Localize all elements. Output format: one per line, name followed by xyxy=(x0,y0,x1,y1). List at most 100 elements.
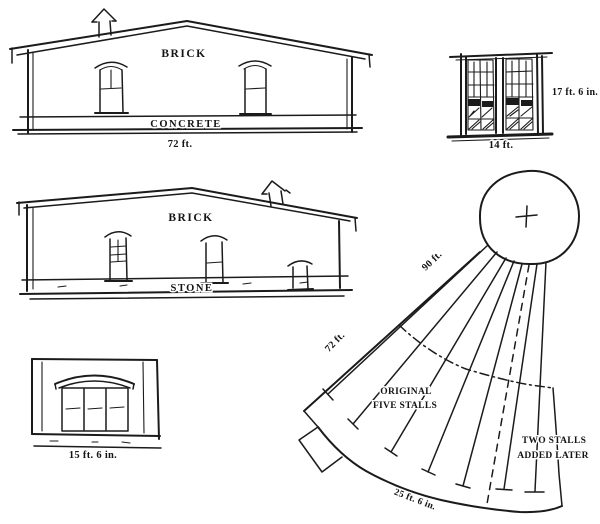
sill-top xyxy=(31,433,161,437)
outer-rear-wall-arc xyxy=(317,426,563,514)
right-leaf-bottom-hatch xyxy=(505,117,534,130)
track-2 xyxy=(347,251,498,430)
added-stalls-label-line1: TWO STALLS xyxy=(522,436,586,446)
track-3 xyxy=(384,257,507,457)
window-1-arch xyxy=(99,65,123,71)
window-1-hood xyxy=(94,61,128,69)
door-opening-width-dimension: 15 ft. 6 in. xyxy=(69,450,117,461)
track-1 xyxy=(322,244,489,401)
left-end-wall xyxy=(303,251,481,412)
turntable-center-cross xyxy=(515,205,538,228)
window-1-jambs xyxy=(99,69,124,113)
window-2 xyxy=(200,235,229,284)
roof-vent xyxy=(261,180,291,207)
roundhouse-plan: 90 ft. 72 ft. ORIGINAL FIVE STALLS TWO S… xyxy=(298,169,590,514)
right-fascia xyxy=(354,217,357,232)
right-leaf-dark-panel-2 xyxy=(521,100,533,106)
left-leaf-glass-glints xyxy=(468,107,493,118)
frame-right xyxy=(156,359,160,440)
right-leaf-glass-glints xyxy=(506,106,533,117)
door-sill-lower xyxy=(451,137,550,142)
lintel-arc-inner xyxy=(58,380,131,389)
window-3-jambs xyxy=(292,265,309,290)
right-fascia xyxy=(368,53,371,68)
door-sill xyxy=(446,132,554,139)
right-leaf-dark-panel xyxy=(506,98,519,105)
lintel-arc-outer xyxy=(54,374,135,385)
ground-line xyxy=(29,295,345,300)
side-foundation-label: STONE xyxy=(171,283,214,294)
front-foundation-label: CONCRETE xyxy=(150,119,222,130)
right-leaf-frame xyxy=(505,58,534,131)
left-post xyxy=(460,53,467,136)
roof-line-outer xyxy=(9,20,373,56)
sill-bottom xyxy=(33,445,162,449)
panel-dividers xyxy=(83,388,107,431)
right-post xyxy=(536,53,544,136)
front-wall-material-label: BRICK xyxy=(161,48,206,60)
right-door-leaf xyxy=(505,58,534,131)
track-5 xyxy=(455,263,523,489)
window-2-muntins xyxy=(206,261,223,264)
roof-line-inner xyxy=(16,25,366,60)
stall-door-height-dimension: 17 ft. 6 in. xyxy=(552,87,598,98)
right-end-wall xyxy=(552,387,563,507)
track-7 xyxy=(524,261,547,493)
window-1-jambs xyxy=(109,237,128,281)
addition-divider-dashed-line xyxy=(486,264,530,505)
frame-top xyxy=(31,358,158,361)
window-3-sill xyxy=(287,288,314,291)
track-4 xyxy=(421,260,515,476)
stall-tracks xyxy=(322,244,547,505)
rear-wall-dimension: 72 ft. xyxy=(323,330,347,355)
corner-segment xyxy=(303,410,319,428)
left-leaf-dark-panel xyxy=(468,99,480,106)
left-leaf-bottom-hatch xyxy=(467,118,495,130)
front-wall-arc xyxy=(398,324,554,389)
stall-door-detail: 17 ft. 6 in. 14 ft. xyxy=(446,52,599,153)
right-wall xyxy=(338,220,341,289)
window-1-muntins xyxy=(110,239,127,263)
foundation-band-top xyxy=(19,114,357,118)
annex-outline xyxy=(298,426,343,473)
added-stalls-label-line2: ADDED LATER xyxy=(517,451,588,461)
door-outline xyxy=(61,387,129,432)
original-stalls-label-line2: FIVE STALLS xyxy=(373,401,437,411)
original-stalls-label-line1: ORIGINAL xyxy=(380,387,432,397)
frame-inner-jambs xyxy=(41,361,145,434)
front-length-dimension: 72 ft. xyxy=(168,139,193,150)
window-1-hood xyxy=(104,231,132,238)
roof-line-inner xyxy=(23,192,351,222)
window-2-jambs xyxy=(244,68,267,114)
window-2-muntins xyxy=(245,87,266,90)
stall-door-width-dimension: 14 ft. xyxy=(489,140,514,151)
roof-line-outer xyxy=(16,187,358,219)
door-head-outer xyxy=(449,52,553,58)
window-1 xyxy=(94,61,129,114)
vent-arrow-head xyxy=(91,8,117,23)
front-elevation: BRICK CONCRETE 72 ft. xyxy=(9,8,373,152)
turntable-circle xyxy=(478,169,580,266)
center-post xyxy=(495,57,504,134)
window-1-muntins xyxy=(100,69,122,90)
sill-ticks xyxy=(49,440,131,444)
left-door-leaf xyxy=(467,59,495,131)
left-leaf-frame xyxy=(467,59,495,131)
lintel-ends xyxy=(54,383,135,390)
stall-width-dimension: 25 ft. 6 in. xyxy=(392,488,437,513)
left-leaf-muntins xyxy=(467,61,495,98)
foundation-band-bottom xyxy=(19,289,353,295)
window-2-hood xyxy=(238,60,272,67)
door-panels xyxy=(61,387,129,432)
vent-arrow-shaft xyxy=(91,20,117,38)
vent-arrow-head xyxy=(261,180,286,195)
ground-line xyxy=(17,131,358,135)
building-base-line xyxy=(12,127,363,131)
panel-mid-rails xyxy=(65,406,125,410)
stall-length-dimension: 90 ft. xyxy=(420,249,445,273)
window-1 xyxy=(104,231,133,282)
side-elevation: BRICK STONE xyxy=(16,180,358,300)
stone-joint-ticks xyxy=(57,281,309,288)
